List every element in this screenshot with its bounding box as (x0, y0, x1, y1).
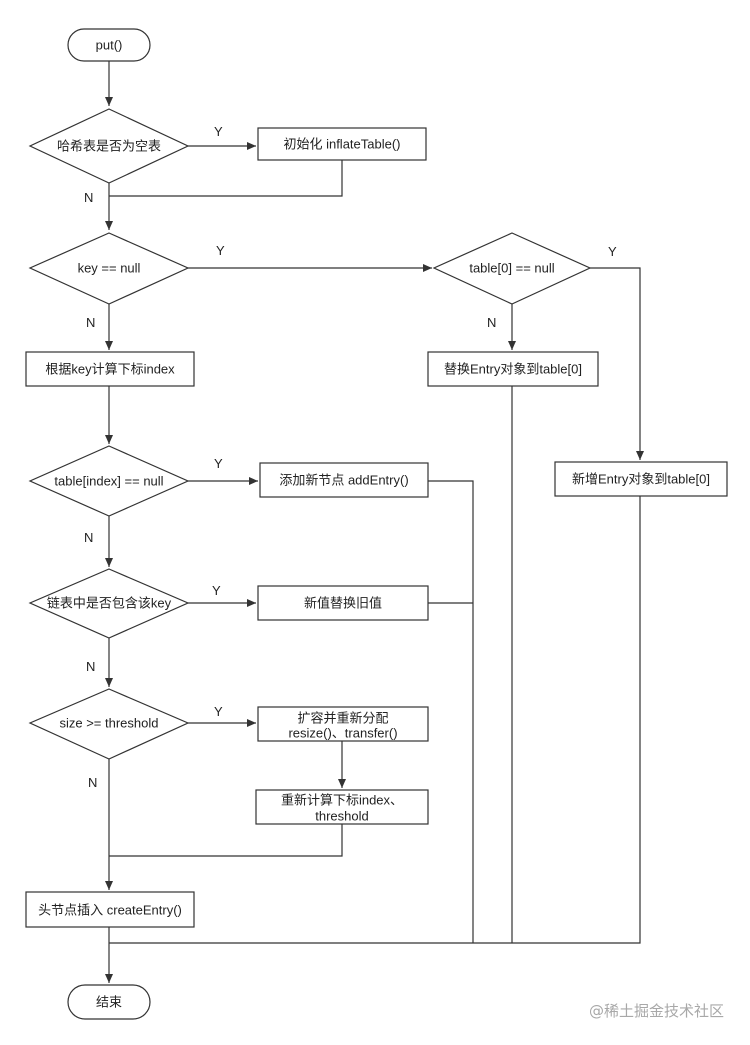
process-add-entry: 添加新节点 addEntry() (259, 462, 429, 498)
edge-recalc-return (109, 824, 343, 857)
decision-key-null: key == null (28, 232, 190, 305)
decision-table0-null-label: table[0] == null (469, 261, 554, 276)
process-create-entry-label: 头节点插入 createEntry() (38, 903, 182, 918)
end-label: 结束 (96, 995, 122, 1010)
process-inflate-table-label: 初始化 inflateTable() (283, 137, 400, 152)
edge-table0-yes (590, 267, 644, 460)
start-label: put() (96, 38, 123, 53)
start-terminator: put() (67, 28, 151, 62)
process-inflate-table: 初始化 inflateTable() (257, 127, 427, 161)
decision-contains-key-label: 链表中是否包含该key (47, 596, 172, 611)
process-resize-label-line1: 扩容并重新分配 (297, 711, 388, 726)
label-yes: Y (608, 244, 617, 259)
branch-labels: Y N Y N Y N Y N Y N Y N (84, 124, 617, 790)
decision-key-null-label: key == null (78, 261, 141, 276)
connectors (105, 61, 644, 983)
process-replace-value: 新值替换旧值 (257, 585, 429, 621)
decision-is-empty: 哈希表是否为空表 (28, 108, 190, 184)
label-yes: Y (214, 456, 223, 471)
label-no: N (84, 190, 93, 205)
process-add-table0-label: 新增Entry对象到table[0] (572, 472, 710, 487)
end-terminator: 结束 (67, 984, 151, 1020)
decision-table0-null: table[0] == null (432, 232, 592, 305)
label-yes: Y (216, 243, 225, 258)
decision-contains-key: 链表中是否包含该key (28, 568, 190, 639)
process-recalc-index-label-line1: 重新计算下标index、 (281, 793, 403, 808)
process-calc-index-label: 根据key计算下标index (45, 362, 175, 377)
decision-index-null: table[index] == null (28, 445, 190, 517)
label-no: N (88, 775, 97, 790)
label-no: N (84, 530, 93, 545)
process-resize: 扩容并重新分配 resize()、transfer() (257, 706, 429, 742)
process-create-entry: 头节点插入 createEntry() (25, 891, 195, 928)
process-replace-table0: 替换Entry对象到table[0] (427, 351, 599, 387)
label-yes: Y (214, 124, 223, 139)
process-add-entry-label: 添加新节点 addEntry() (279, 473, 408, 488)
watermark: @稀土掘金技术社区 (589, 1002, 724, 1020)
decision-is-empty-label: 哈希表是否为空表 (57, 139, 161, 154)
label-no: N (86, 659, 95, 674)
label-yes: Y (212, 583, 221, 598)
process-replace-value-label: 新值替换旧值 (304, 596, 382, 611)
edge-inflate-return (109, 160, 343, 197)
decision-index-null-label: table[index] == null (54, 474, 163, 489)
process-replace-table0-label: 替换Entry对象到table[0] (444, 362, 582, 377)
decision-size-threshold-label: size >= threshold (59, 716, 158, 731)
process-resize-label-line2: resize()、transfer() (288, 726, 397, 741)
edge-add-table0-return (109, 496, 641, 944)
edge-add-entry-return (428, 480, 474, 943)
decision-size-threshold: size >= threshold (28, 688, 190, 760)
process-recalc-index-label-line2: threshold (315, 809, 368, 824)
label-no: N (86, 315, 95, 330)
process-recalc-index: 重新计算下标index、 threshold (255, 789, 429, 825)
label-yes: Y (214, 704, 223, 719)
process-calc-index: 根据key计算下标index (25, 351, 195, 387)
process-add-table0: 新增Entry对象到table[0] (554, 461, 728, 497)
label-no: N (487, 315, 496, 330)
